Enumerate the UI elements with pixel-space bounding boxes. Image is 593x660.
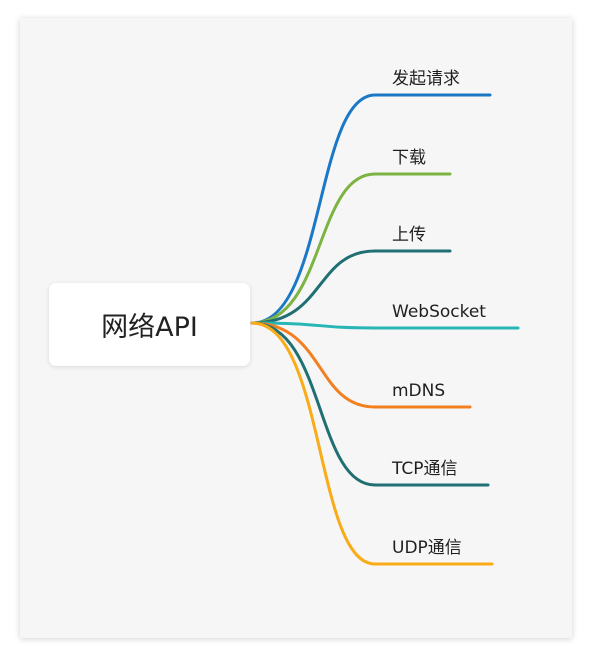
branch-label-1[interactable]: 下载: [392, 148, 426, 168]
branch-label-4[interactable]: mDNS: [392, 381, 446, 401]
branch-label-2[interactable]: 上传: [392, 225, 426, 245]
root-node-label: 网络API: [101, 312, 198, 343]
root-node[interactable]: 网络API: [49, 283, 250, 366]
branch-line-0: [250, 93, 492, 325]
branch-label-3[interactable]: WebSocket: [392, 302, 486, 322]
branch-line-5: [250, 321, 490, 487]
branch-line-3: [250, 321, 520, 330]
branch-label-0[interactable]: 发起请求: [392, 69, 460, 89]
branch-line-6: [250, 321, 494, 566]
branch-line-4: [250, 321, 472, 409]
branch-label-5[interactable]: TCP通信: [392, 459, 458, 479]
branch-line-2: [250, 249, 452, 325]
branch-line-1: [250, 172, 452, 325]
branch-label-6[interactable]: UDP通信: [392, 538, 462, 558]
